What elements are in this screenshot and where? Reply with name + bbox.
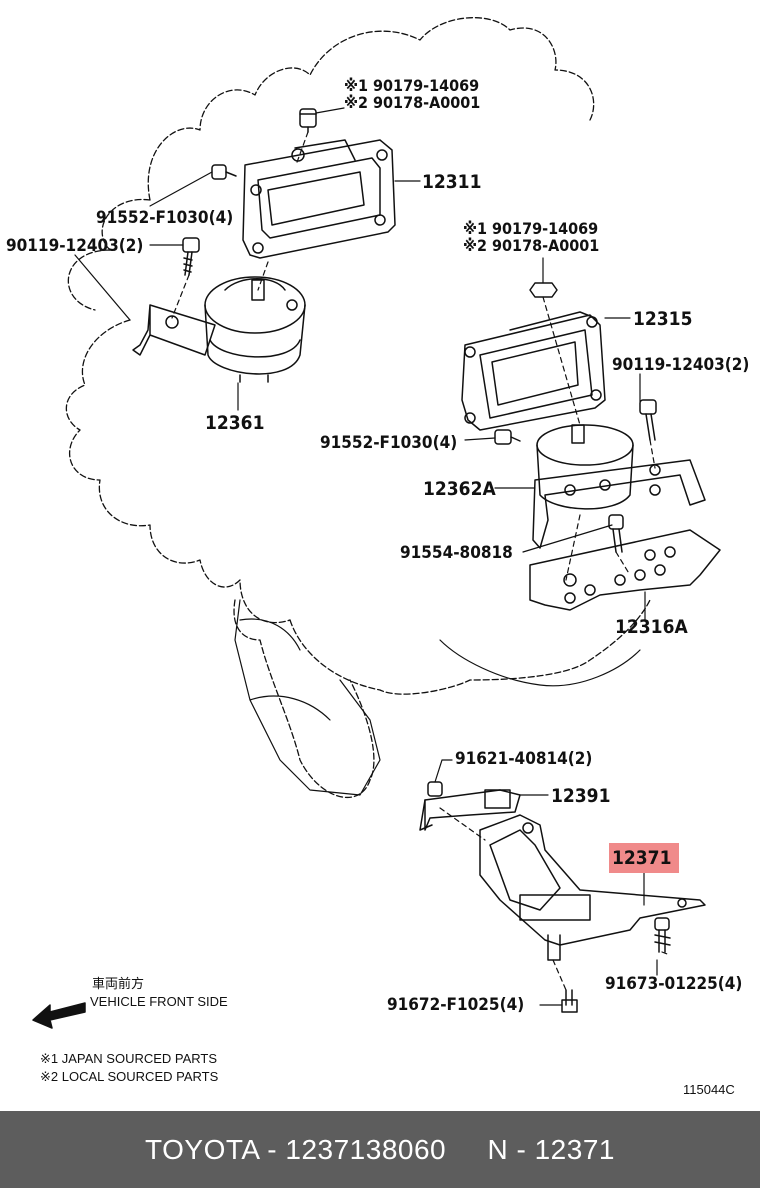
bracket-12316A-drawing xyxy=(529,529,721,611)
footer-part-number: TOYOTA - 1237138060 N - 12371 xyxy=(145,1134,615,1165)
bolt-91672 xyxy=(561,989,578,1013)
label-12391[interactable]: 12391 xyxy=(551,785,611,807)
label-91621[interactable]: 91621-40814(2) xyxy=(455,749,593,769)
label-12361[interactable]: 12361 xyxy=(205,412,265,434)
bolt-90179-top xyxy=(299,108,317,133)
label-12371[interactable]: 12371 xyxy=(612,847,672,869)
bracket-12311-drawing xyxy=(242,139,396,259)
bracket-12315-drawing xyxy=(461,311,606,431)
bolt-91552-left xyxy=(211,164,237,180)
engine-block xyxy=(233,599,651,798)
label-90119-left[interactable]: 90119-12403(2) xyxy=(6,236,144,256)
footer-bar: TOYOTA - 1237138060 N - 12371 xyxy=(0,1111,760,1188)
note-top-1: ※1 90179-14069 xyxy=(344,76,480,95)
leader-lines xyxy=(74,107,658,1006)
note-top-2: ※2 90178-A0001 xyxy=(344,93,481,112)
direction-en: VEHICLE FRONT SIDE xyxy=(90,994,228,1009)
bolt-91554 xyxy=(608,514,624,553)
parts-diagram xyxy=(32,17,721,1029)
label-12311[interactable]: 12311 xyxy=(422,171,482,193)
label-91673[interactable]: 91673-01225(4) xyxy=(605,974,743,994)
bolt-90119-right xyxy=(639,399,657,441)
note-mid-1: ※1 90179-14069 xyxy=(463,219,599,238)
label-91672[interactable]: 91672-F1025(4) xyxy=(387,995,525,1015)
legend-japan: ※1 JAPAN SOURCED PARTS xyxy=(40,1051,218,1066)
label-90119-right[interactable]: 90119-12403(2) xyxy=(612,355,750,375)
bolt-91552-right xyxy=(494,429,521,445)
direction-jp: 車両前方 xyxy=(92,976,145,991)
label-12362A[interactable]: 12362A xyxy=(423,478,496,500)
bolt-91673 xyxy=(654,917,671,953)
diagram-code: 115044C xyxy=(683,1082,735,1097)
label-91554[interactable]: 91554-80818 xyxy=(400,543,513,563)
bolt-90119-left xyxy=(182,237,200,276)
label-12315[interactable]: 12315 xyxy=(633,308,693,330)
engine-outline xyxy=(65,17,595,624)
engine-cover-lines xyxy=(234,599,641,796)
bracket-12371-drawing xyxy=(479,814,706,961)
front-arrow-icon xyxy=(32,1002,86,1029)
legend-local: ※2 LOCAL SOURCED PARTS xyxy=(40,1069,219,1084)
bracket-12391-drawing xyxy=(419,781,521,831)
label-12316A[interactable]: 12316A xyxy=(615,616,688,638)
part-highlight xyxy=(609,843,679,873)
label-91552-left[interactable]: 91552-F1030(4) xyxy=(96,208,234,228)
label-91552-right[interactable]: 91552-F1030(4) xyxy=(320,433,458,453)
note-mid-2: ※2 90178-A0001 xyxy=(463,236,600,255)
engine-mount-12361-drawing xyxy=(132,276,306,383)
engine-mount-12362A-drawing xyxy=(532,424,706,549)
nut-90179-mid xyxy=(529,282,558,298)
dashed-guide-lines xyxy=(171,131,671,991)
